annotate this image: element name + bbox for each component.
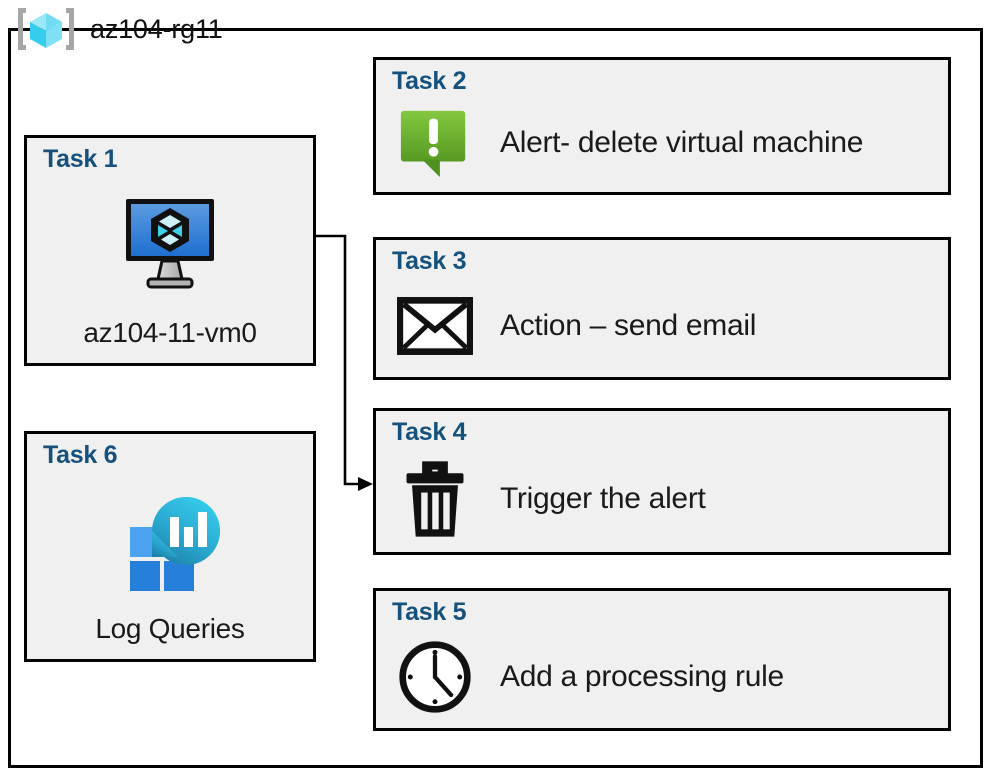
card-task5-content: Add a processing rule [396,631,936,722]
card-task6-title: Task 6 [43,441,118,469]
log-analytics-icon [27,486,313,596]
card-task2-content: Alert- delete virtual machine [396,100,936,186]
card-task1-caption: az104-11-vm0 [83,317,257,348]
clock-icon [396,638,474,716]
resource-group-boundary [8,28,983,768]
card-task2-title: Task 2 [392,67,467,95]
card-task2[interactable]: Task 2 Alert- delete virtual machin [373,57,951,195]
alert-bubble-icon [396,104,474,182]
card-task5[interactable]: Task 5 Add a processing rule [373,588,951,731]
card-task6[interactable]: Task 6 [24,431,316,662]
resource-group-header: az104-rg11 [12,4,223,54]
card-task5-title: Task 5 [392,598,467,626]
card-task3-label: Action – send email [500,308,757,342]
card-task5-label: Add a processing rule [500,659,784,693]
envelope-icon [396,287,474,365]
resource-group-label-gap [35,51,295,69]
resource-group-name: az104-rg11 [90,13,223,44]
trash-can-icon [396,460,474,538]
card-task3[interactable]: Task 3 Action – send email [373,237,951,380]
card-task2-label: Alert- delete virtual machine [500,126,864,159]
virtual-machine-icon [27,190,313,300]
card-task6-caption: Log Queries [95,613,245,644]
card-task1[interactable]: Task 1 [24,135,316,366]
card-task1-title: Task 1 [43,145,118,173]
azure-resource-group-icon [12,4,80,54]
card-task3-title: Task 3 [392,247,467,275]
card-task3-content: Action – send email [396,280,936,371]
card-task4-label: Trigger the alert [500,481,706,515]
card-task4-title: Task 4 [392,418,467,446]
card-task4-content: Trigger the alert [396,451,936,546]
card-task4[interactable]: Task 4 Trigger the alert [373,408,951,555]
